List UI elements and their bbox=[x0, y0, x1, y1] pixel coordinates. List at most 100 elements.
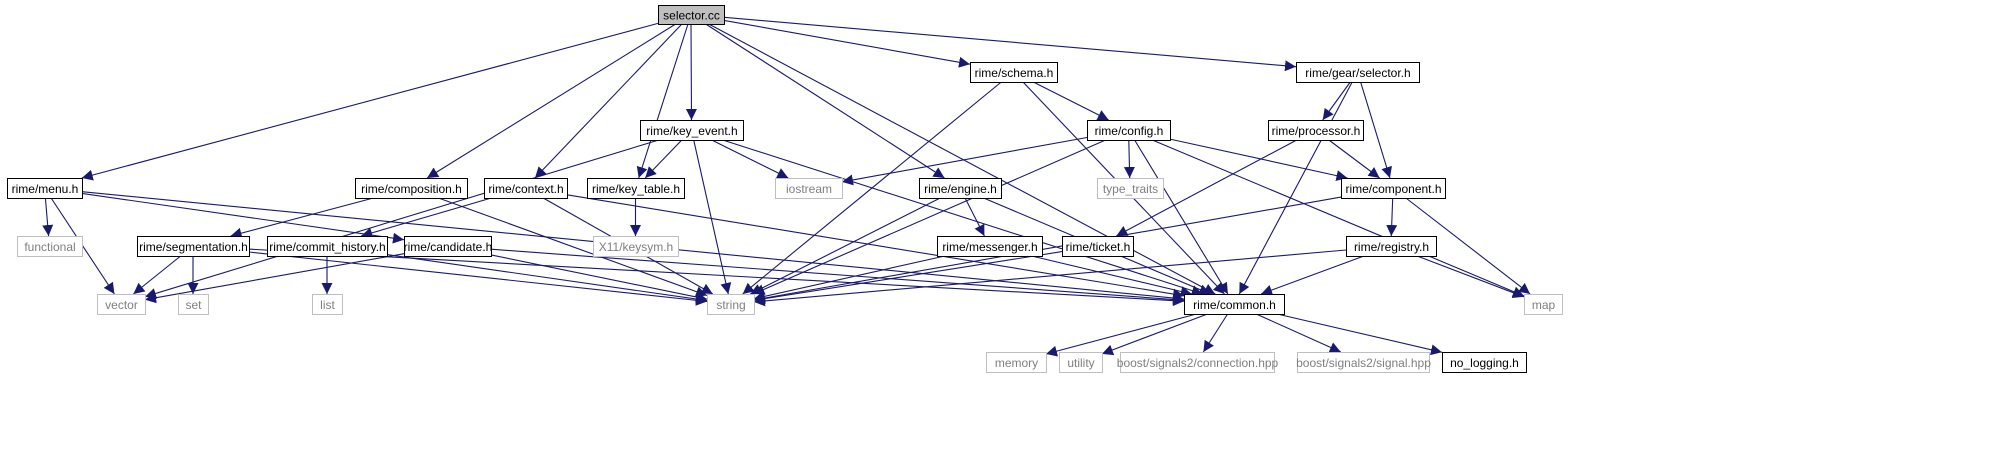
edge-messenger-h-to-string bbox=[753, 255, 945, 302]
node-registry-h[interactable]: rime/registry.h bbox=[1346, 236, 1437, 257]
node-utility: utility bbox=[1059, 352, 1103, 373]
file-nodes: selector.cc rime/schema.h rime/gear/select… bbox=[7, 5, 1563, 373]
node-box bbox=[1341, 178, 1446, 199]
node-label: utility bbox=[1067, 356, 1094, 370]
node-commit-history-h[interactable]: rime/commit_history.h bbox=[267, 236, 388, 257]
node-component-h[interactable]: rime/component.h bbox=[1341, 178, 1446, 199]
node-label: set bbox=[185, 298, 202, 312]
node-gear-selector-h[interactable]: rime/gear/selector.h bbox=[1296, 62, 1420, 83]
node-label: rime/registry.h bbox=[1354, 240, 1429, 254]
node-box bbox=[658, 5, 725, 25]
node-config-h[interactable]: rime/config.h bbox=[1087, 120, 1171, 141]
node-iostream: iostream bbox=[775, 178, 843, 199]
edge-selector-cc-to-schema-h bbox=[723, 19, 971, 68]
node-label: type_traits bbox=[1103, 182, 1158, 196]
edge-segmentation-h-to-string bbox=[248, 251, 708, 306]
node-engine-h[interactable]: rime/engine.h bbox=[919, 178, 1002, 199]
node-schema-h[interactable]: rime/schema.h bbox=[970, 62, 1058, 83]
edge-processor-h-to-component-h bbox=[1328, 139, 1380, 179]
node-label: rime/common.h bbox=[1193, 298, 1276, 312]
node-type-traits: type_traits bbox=[1097, 178, 1164, 199]
node-box bbox=[1268, 120, 1364, 141]
node-box bbox=[17, 236, 83, 257]
edge-selector-cc-to-engine-h bbox=[705, 23, 945, 179]
node-box bbox=[312, 294, 343, 315]
edge-config-h-to-string bbox=[753, 139, 1106, 295]
node-label: map bbox=[1532, 298, 1556, 312]
edge-selector-cc-to-key-event-h bbox=[685, 23, 697, 121]
edge-menu-h-to-functional bbox=[42, 197, 54, 237]
node-label: rime/component.h bbox=[1345, 182, 1441, 196]
node-composition-h[interactable]: rime/composition.h bbox=[355, 178, 468, 199]
node-selector-cc[interactable]: selector.cc bbox=[658, 5, 725, 25]
node-box bbox=[1120, 352, 1275, 373]
node-boost-signal: boost/signals2/signal.hpp bbox=[1296, 352, 1431, 373]
edge-key-event-h-to-vector bbox=[144, 139, 659, 299]
node-box bbox=[1184, 294, 1285, 315]
edge-context-h-to-common-h bbox=[566, 194, 1185, 300]
node-key-table-h[interactable]: rime/key_table.h bbox=[587, 178, 685, 199]
edge-processor-h-to-ticket-h bbox=[1116, 139, 1297, 237]
edge-gear-selector-h-to-processor-h bbox=[1322, 81, 1351, 121]
edge-composition-h-to-segmentation-h bbox=[230, 197, 374, 239]
edge-messenger-h-to-common-h bbox=[1031, 255, 1192, 297]
edge-registry-h-to-map bbox=[1417, 255, 1525, 299]
node-no-logging-h[interactable]: no_logging.h bbox=[1442, 352, 1527, 373]
node-label: functional bbox=[24, 240, 75, 254]
edge-candidate-h-to-vector bbox=[144, 253, 405, 304]
node-label: rime/key_table.h bbox=[592, 182, 680, 196]
node-label: memory bbox=[995, 356, 1038, 370]
node-candidate-h[interactable]: rime/candidate.h bbox=[404, 236, 493, 257]
edge-candidate-h-to-common-h bbox=[490, 248, 1185, 305]
node-label: rime/engine.h bbox=[924, 182, 997, 196]
node-box bbox=[267, 236, 388, 257]
node-label: rime/schema.h bbox=[975, 66, 1054, 80]
node-key-event-h[interactable]: rime/key_event.h bbox=[640, 120, 744, 141]
node-segmentation-h[interactable]: rime/segmentation.h bbox=[137, 236, 250, 257]
edge-segmentation-h-to-common-h bbox=[248, 248, 1185, 307]
node-box bbox=[707, 294, 755, 315]
edge-config-h-to-type-traits bbox=[1123, 139, 1135, 179]
node-box bbox=[178, 294, 209, 315]
node-label: rime/messenger.h bbox=[942, 240, 1037, 254]
node-messenger-h[interactable]: rime/messenger.h bbox=[937, 236, 1043, 257]
node-label: rime/gear/selector.h bbox=[1305, 66, 1410, 80]
edge-selector-cc-to-gear-selector-h bbox=[723, 16, 1297, 72]
node-processor-h[interactable]: rime/processor.h bbox=[1268, 120, 1364, 141]
edge-selector-cc-to-menu-h bbox=[81, 22, 659, 181]
node-label: rime/config.h bbox=[1095, 124, 1164, 138]
edge-selector-cc-to-composition-h bbox=[426, 23, 676, 179]
node-label: vector bbox=[105, 298, 138, 312]
node-label: list bbox=[320, 298, 335, 312]
edge-common-h-to-no-logging-h bbox=[1276, 313, 1443, 356]
edge-common-h-to-memory bbox=[1045, 313, 1197, 357]
node-menu-h[interactable]: rime/menu.h bbox=[7, 178, 83, 199]
edge-key-event-h-to-iostream bbox=[711, 139, 789, 179]
edge-config-h-to-map bbox=[1152, 139, 1525, 297]
node-box bbox=[1059, 352, 1103, 373]
edge-selector-cc-to-key-table-h bbox=[636, 23, 689, 179]
edge-schema-h-to-config-h bbox=[1033, 81, 1109, 121]
edge-common-h-to-boost-signal bbox=[1255, 313, 1342, 353]
node-label: rime/commit_history.h bbox=[269, 240, 385, 254]
node-string: string bbox=[707, 294, 755, 315]
node-box bbox=[593, 236, 679, 257]
node-label: rime/context.h bbox=[488, 182, 563, 196]
edge-candidate-h-to-string bbox=[490, 254, 708, 303]
node-label: selector.cc bbox=[663, 9, 720, 23]
node-box bbox=[1296, 62, 1420, 83]
edge-commit-history-h-to-string bbox=[386, 254, 708, 305]
edge-engine-h-to-string bbox=[750, 197, 941, 295]
node-label: no_logging.h bbox=[1450, 356, 1519, 370]
node-label: boost/signals2/connection.hpp bbox=[1117, 356, 1279, 370]
node-set: set bbox=[178, 294, 209, 315]
node-box bbox=[1087, 120, 1171, 141]
node-ticket-h[interactable]: rime/ticket.h bbox=[1062, 236, 1134, 257]
node-box bbox=[137, 236, 250, 257]
node-label: boost/signals2/signal.hpp bbox=[1296, 356, 1431, 370]
node-memory: memory bbox=[986, 352, 1047, 373]
node-label: rime/menu.h bbox=[12, 182, 79, 196]
node-box bbox=[986, 352, 1047, 373]
node-common-h[interactable]: rime/common.h bbox=[1184, 294, 1285, 315]
node-context-h[interactable]: rime/context.h bbox=[484, 178, 568, 199]
